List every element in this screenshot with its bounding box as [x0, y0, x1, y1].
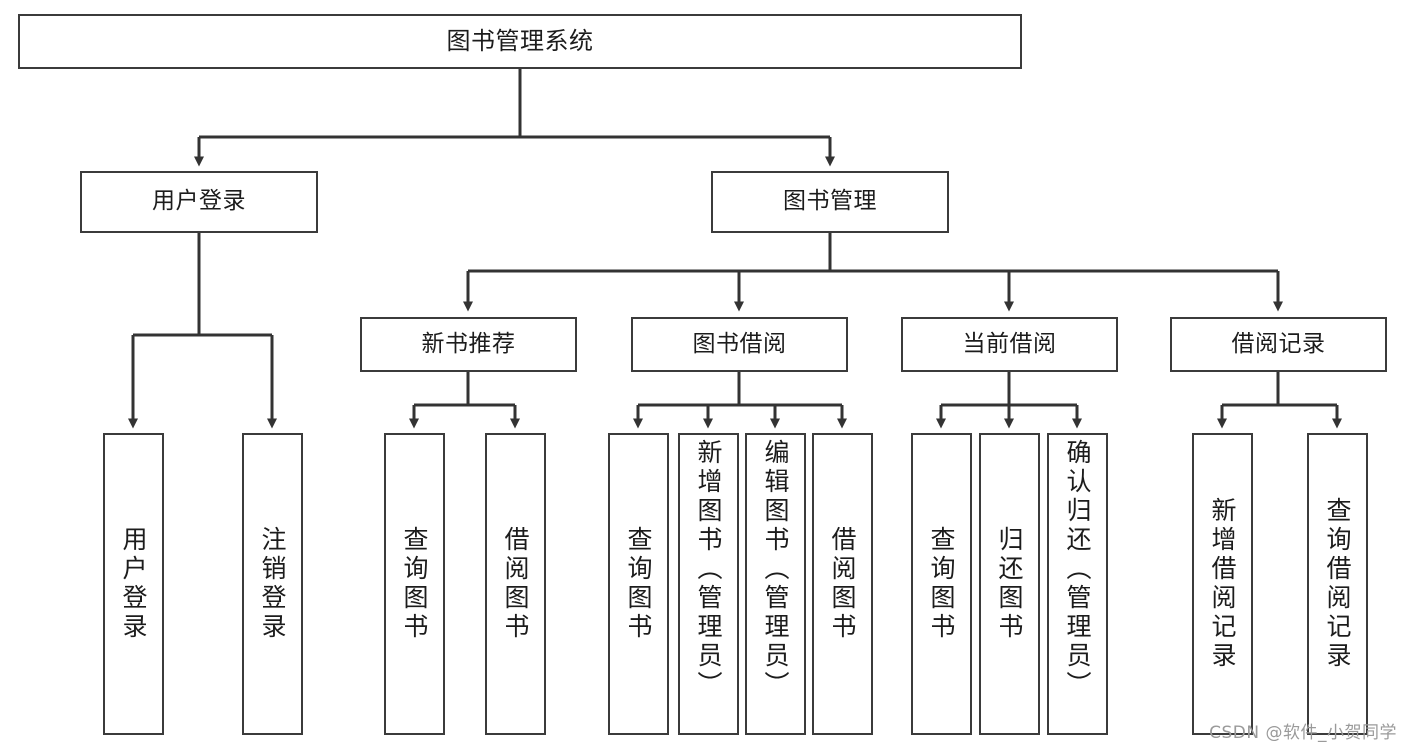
leaf-newbook-query-book-label: 查询图书: [400, 526, 429, 642]
leaf-borrow-query-book-label: 查询图书: [624, 526, 653, 642]
node-book-borrow[interactable]: 图书借阅: [631, 317, 848, 372]
leaf-user-login-label: 用户登录: [119, 526, 148, 642]
leaf-records-query-record-label: 查询借阅记录: [1323, 497, 1352, 671]
leaf-borrow-query-book[interactable]: 查询图书: [608, 433, 669, 735]
leaf-newbook-query-book[interactable]: 查询图书: [384, 433, 445, 735]
node-new-book-recommend[interactable]: 新书推荐: [360, 317, 577, 372]
leaf-current-return-book[interactable]: 归还图书: [979, 433, 1040, 735]
leaf-user-login[interactable]: 用户登录: [103, 433, 164, 735]
leaf-records-add-record[interactable]: 新增借阅记录: [1192, 433, 1253, 735]
leaf-borrow-borrow-book-label: 借阅图书: [828, 526, 857, 642]
node-root-system[interactable]: 图书管理系统: [18, 14, 1022, 69]
node-root-system-label: 图书管理系统: [446, 27, 594, 56]
node-book-management[interactable]: 图书管理: [711, 171, 949, 233]
node-current-borrow[interactable]: 当前借阅: [901, 317, 1118, 372]
leaf-current-query-book-label: 查询图书: [927, 526, 956, 642]
leaf-borrow-add-book-admin-label: 新增图书（管理员）: [694, 439, 723, 700]
node-current-borrow-label: 当前借阅: [962, 330, 1057, 357]
leaf-current-return-book-label: 归还图书: [995, 526, 1024, 642]
node-borrow-records-label: 借阅记录: [1231, 330, 1326, 357]
leaf-newbook-borrow-book[interactable]: 借阅图书: [485, 433, 546, 735]
leaf-borrow-borrow-book[interactable]: 借阅图书: [812, 433, 873, 735]
node-borrow-records[interactable]: 借阅记录: [1170, 317, 1387, 372]
leaf-borrow-edit-book-admin[interactable]: 编辑图书（管理员）: [745, 433, 806, 735]
node-user-login[interactable]: 用户登录: [80, 171, 318, 233]
leaf-logout-label: 注销登录: [258, 526, 287, 642]
leaf-records-query-record[interactable]: 查询借阅记录: [1307, 433, 1368, 735]
leaf-current-confirm-return-admin-label: 确认归还（管理员）: [1063, 439, 1092, 700]
leaf-newbook-borrow-book-label: 借阅图书: [501, 526, 530, 642]
leaf-records-add-record-label: 新增借阅记录: [1208, 497, 1237, 671]
node-new-book-recommend-label: 新书推荐: [421, 330, 516, 357]
leaf-borrow-edit-book-admin-label: 编辑图书（管理员）: [761, 439, 790, 700]
leaf-current-query-book[interactable]: 查询图书: [911, 433, 972, 735]
node-user-login-label: 用户登录: [152, 188, 246, 215]
csdn-watermark: CSDN @软件_小贺同学: [1209, 723, 1397, 743]
leaf-borrow-add-book-admin[interactable]: 新增图书（管理员）: [678, 433, 739, 735]
node-book-management-label: 图书管理: [783, 188, 877, 215]
leaf-current-confirm-return-admin[interactable]: 确认归还（管理员）: [1047, 433, 1108, 735]
node-book-borrow-label: 图书借阅: [692, 330, 787, 357]
leaf-logout[interactable]: 注销登录: [242, 433, 303, 735]
